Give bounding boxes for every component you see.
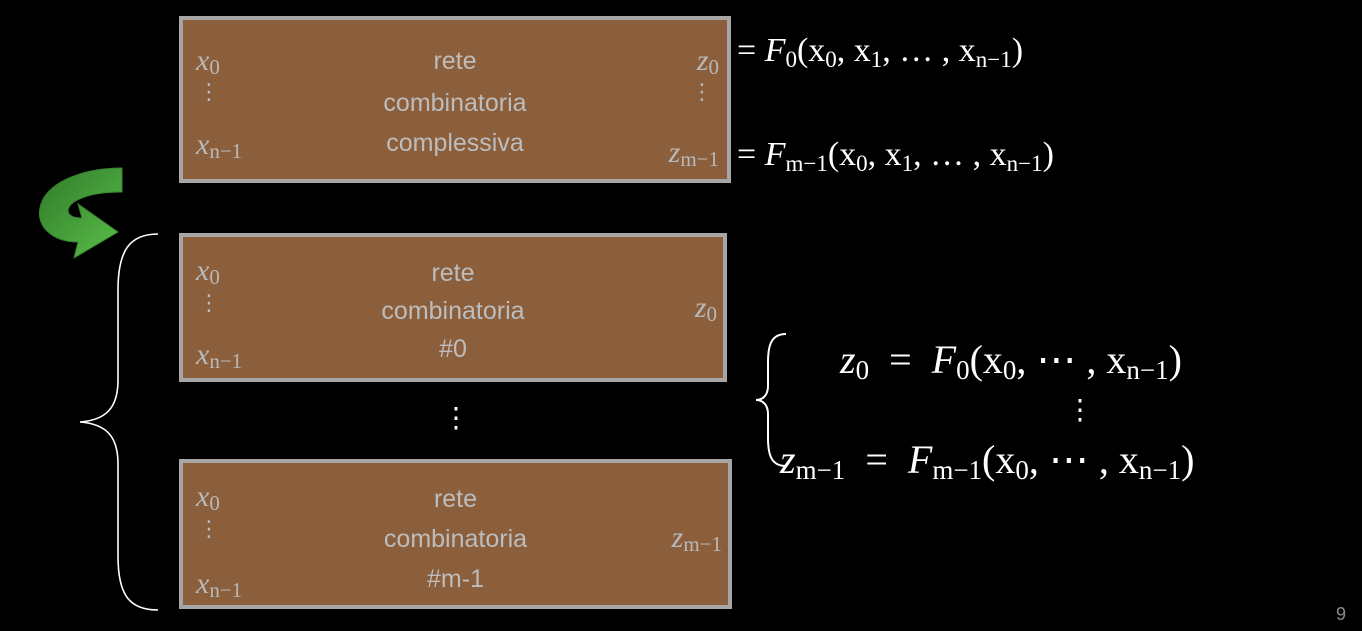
box-title-line-3: #m-1 <box>427 565 484 593</box>
box-title-line-2: combinatoria <box>383 89 527 117</box>
equation-z0: = F0(x0, x1, … , xn−1) <box>737 32 1024 72</box>
output-zm-1-label: zm−1 <box>671 521 722 556</box>
system-vdots: ⋮ <box>1066 393 1094 426</box>
box-title-line-1: rete <box>433 485 478 513</box>
box-title-line-3: complessiva <box>386 129 524 157</box>
output-z0-label: z0 <box>696 44 719 79</box>
input-xn-1-label: xn−1 <box>196 567 243 602</box>
page-number: 9 <box>1335 604 1346 624</box>
box-title-line-2: combinatoria <box>381 297 525 325</box>
input-vdots: ⋮ <box>198 80 220 105</box>
output-zm-1-label: zm−1 <box>668 136 719 171</box>
input-xn-1-label: xn−1 <box>196 128 243 163</box>
box-title-line-3: #0 <box>439 335 467 363</box>
input-vdots: ⋮ <box>198 291 220 316</box>
system-equation-z0: z0 = F0(x0, ⋯ , xn−1) <box>840 337 1182 385</box>
box-title-line-1: rete <box>431 259 475 287</box>
input-x0-label: x0 <box>196 480 220 515</box>
input-x0-label: x0 <box>196 44 220 79</box>
input-xn-1-label: xn−1 <box>196 338 243 373</box>
box-title-line-2: combinatoria <box>383 525 528 553</box>
box-title-line-1: rete <box>433 47 477 75</box>
system-brace <box>755 333 787 467</box>
equation-zm-1: = Fm−1(x0, x1, … , xn−1) <box>737 136 1054 176</box>
middle-vdots: ⋮ <box>442 401 470 434</box>
output-vdots: ⋮ <box>691 80 713 105</box>
system-equation-zm-1: zm−1 = Fm−1(x0, ⋯ , xn−1) <box>780 437 1195 485</box>
combinational-network-box-0: rete combinatoria #0 x0 ⋮ xn−1 z0 <box>179 233 727 382</box>
input-vdots: ⋮ <box>198 517 220 542</box>
combinational-network-overall-box: rete combinatoria complessiva x0 ⋮ xn−1 … <box>179 16 731 183</box>
output-z0-label: z0 <box>694 291 717 326</box>
combinational-network-box-m-1: rete combinatoria #m-1 x0 ⋮ xn−1 zm−1 <box>179 459 732 609</box>
left-brace <box>79 233 159 611</box>
input-x0-label: x0 <box>196 254 220 289</box>
curved-arrow-icon <box>38 167 123 260</box>
